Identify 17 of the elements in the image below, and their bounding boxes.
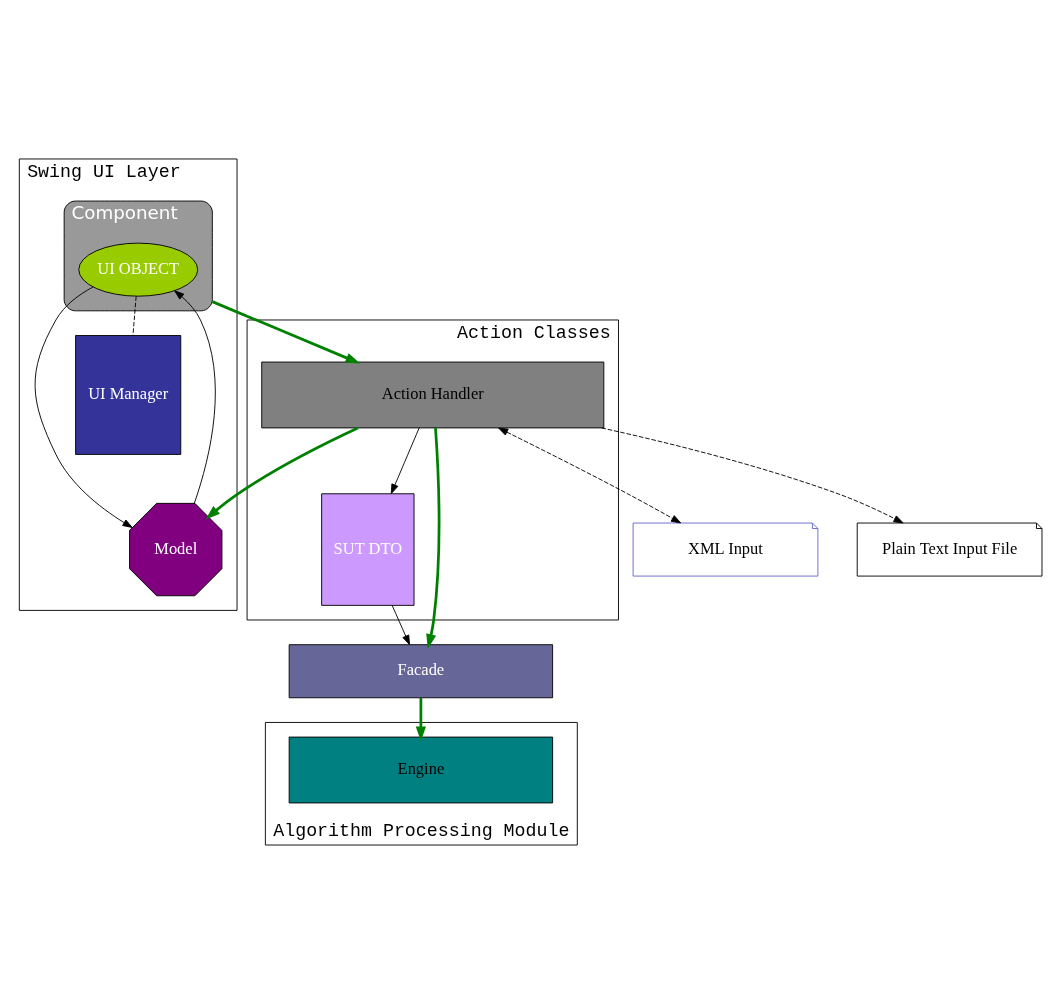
arrow [601,427,904,524]
arrow [426,427,441,649]
arrow [205,426,359,520]
connector [132,296,137,336]
node-box: Engine [288,736,554,804]
node-box: Action Handler [261,361,605,429]
node-box: Facade [288,644,554,699]
arrow [390,427,420,494]
arrow [211,300,361,364]
arrow [415,697,427,742]
node-ellipse: UI OBJECT [78,242,199,297]
node-box: SUT DTO [321,493,415,606]
arrow [391,605,410,646]
node-box: UI Manager [75,335,182,455]
arrow [498,427,682,524]
arrow [174,290,216,504]
arrow [34,286,133,528]
